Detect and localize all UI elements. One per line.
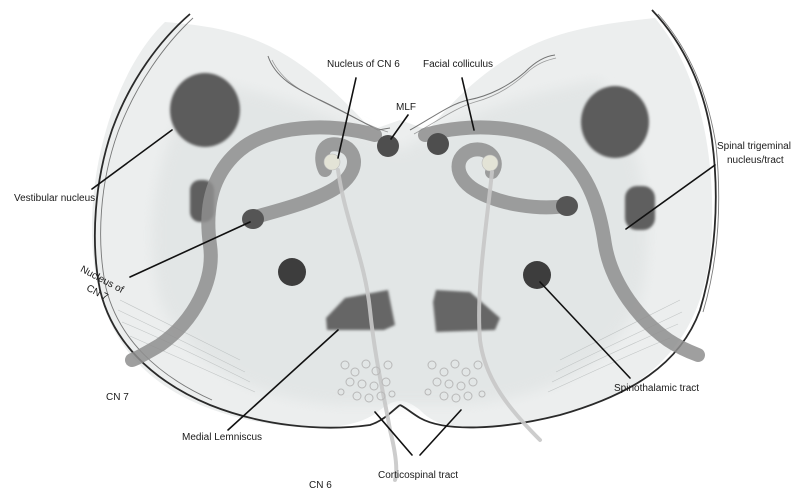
mlf-right: [427, 133, 449, 155]
label-spinal-trigeminal-2: nucleus/tract: [727, 154, 784, 167]
label-spinothalamic: Spinothalamic tract: [614, 382, 699, 395]
vestibular-nucleus-left: [170, 73, 240, 147]
label-mlf: MLF: [396, 101, 416, 114]
nucleus-cn7-right: [556, 196, 578, 216]
spinothalamic-right: [523, 261, 551, 289]
label-corticospinal: Corticospinal tract: [378, 469, 458, 482]
vestibular-nucleus-right: [581, 86, 649, 158]
label-cn7: CN 7: [106, 391, 129, 404]
mlf-left: [377, 135, 399, 157]
label-medial-lemniscus: Medial Lemniscus: [182, 431, 262, 444]
label-nucleus-cn6: Nucleus of CN 6: [327, 58, 400, 71]
label-cn6: CN 6: [309, 479, 332, 492]
spinal-trigeminal-right: [625, 186, 655, 230]
nucleus-cn7-left: [242, 209, 264, 229]
spinothalamic-left: [278, 258, 306, 286]
label-facial-colliculus: Facial colliculus: [423, 58, 493, 71]
label-spinal-trigeminal-1: Spinal trigeminal: [717, 140, 791, 153]
label-vestibular-nucleus: Vestibular nucleus: [14, 192, 95, 205]
nucleus-cn6-right: [482, 155, 498, 171]
